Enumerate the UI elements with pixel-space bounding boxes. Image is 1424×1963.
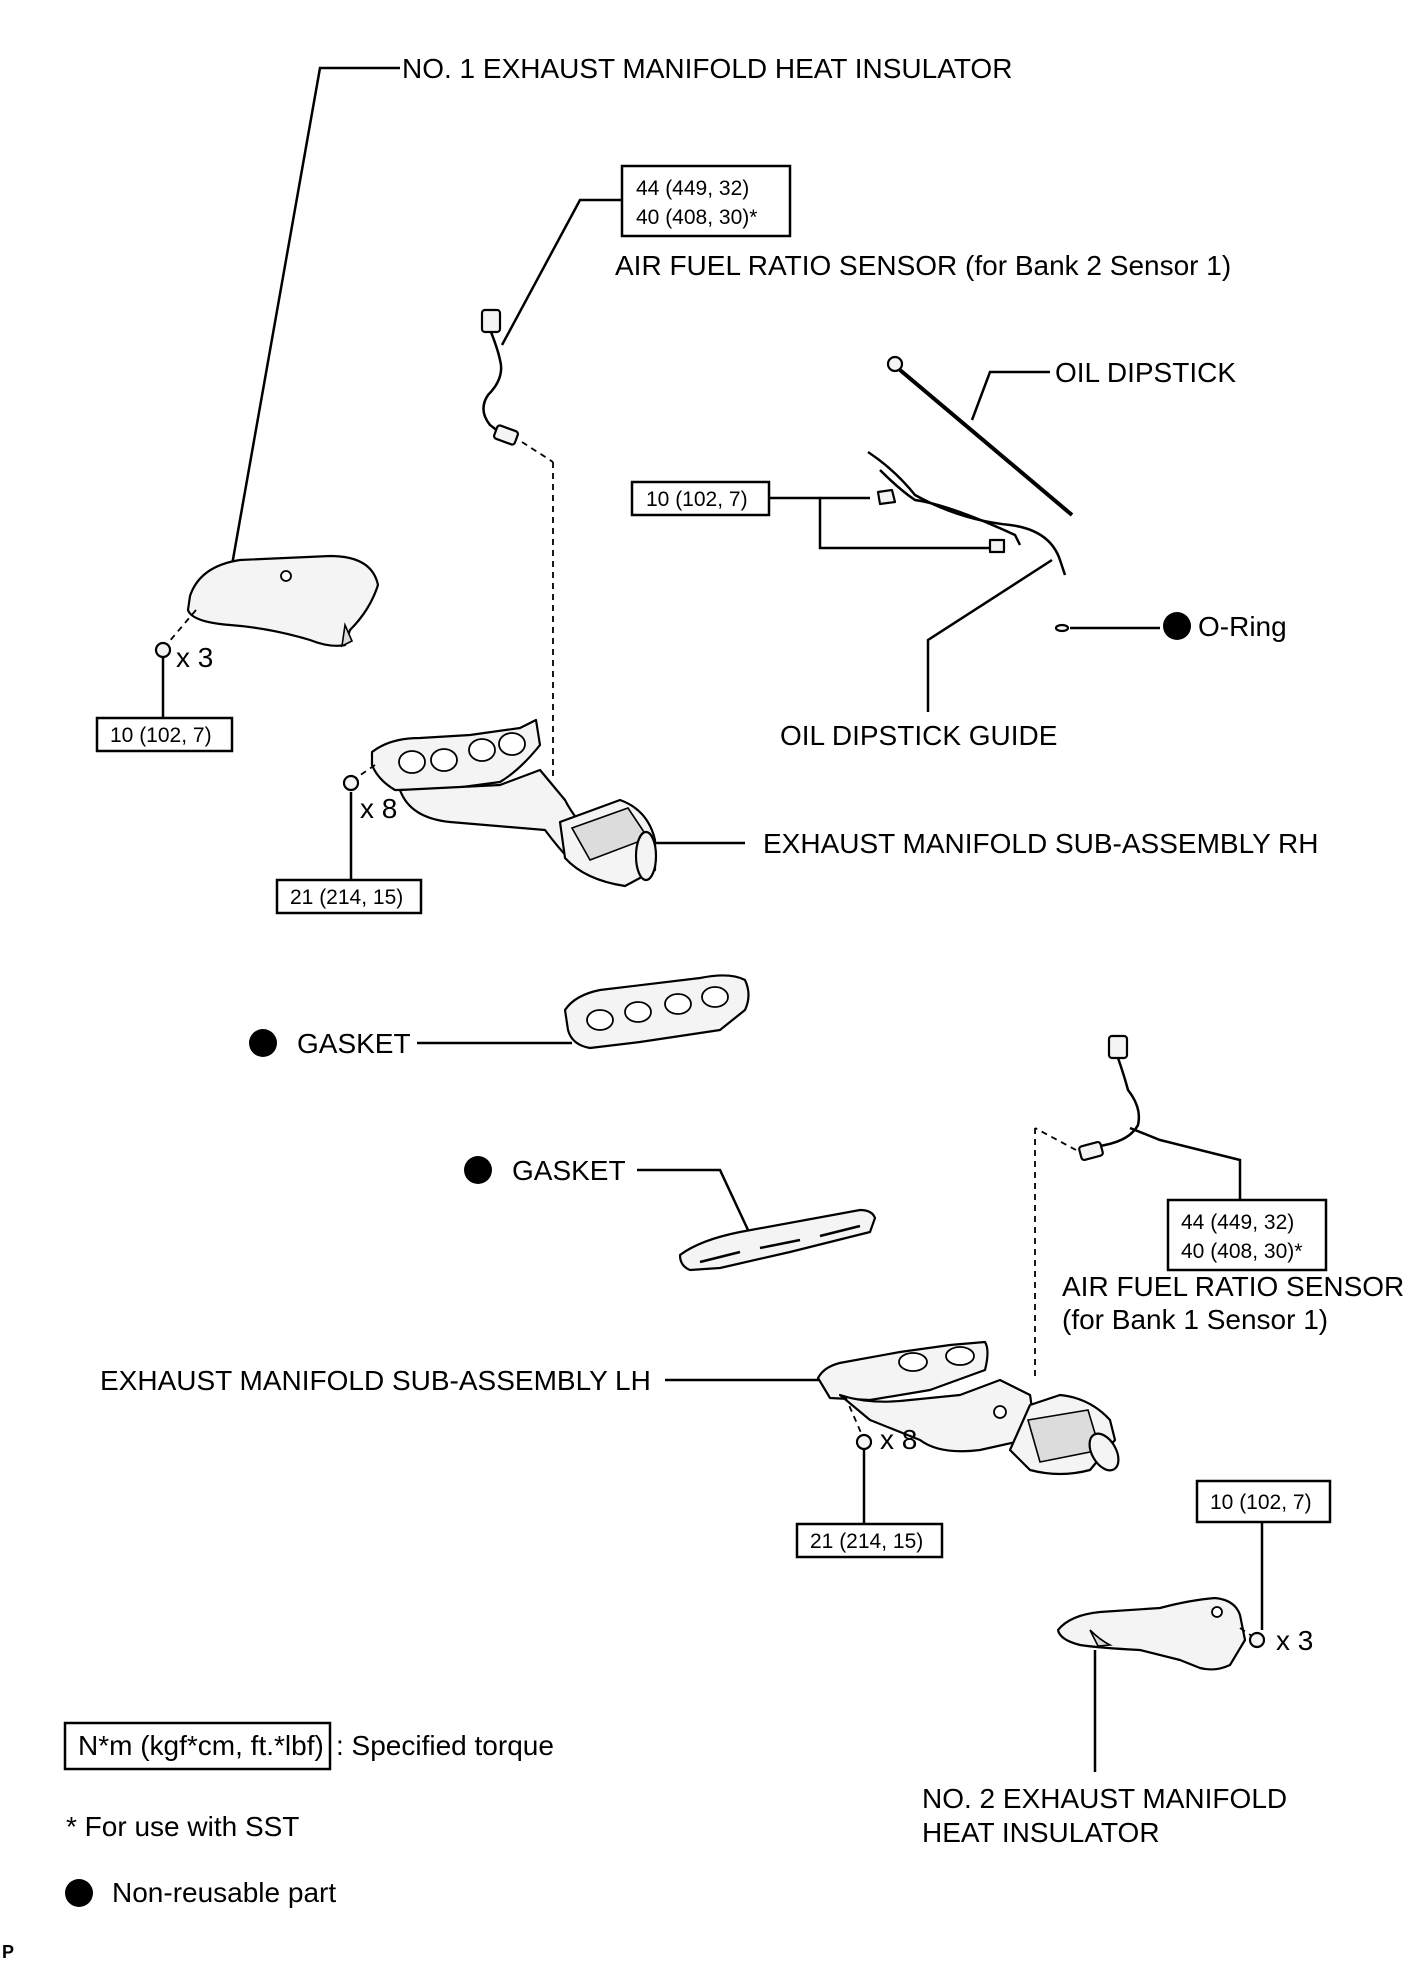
insulator-2-label-line2: HEAT INSULATOR (922, 1817, 1160, 1848)
gasket-2-label: GASKET (512, 1155, 626, 1186)
manifold-lh-label: EXHAUST MANIFOLD SUB-ASSEMBLY LH (100, 1365, 651, 1396)
gasket-2-group: GASKET (464, 1155, 877, 1272)
manifold-rh-part (370, 718, 658, 888)
manifold-rh-torque: 21 (214, 15) (290, 886, 403, 909)
gasket-1-group: GASKET (249, 974, 750, 1059)
manifold-rh-label: EXHAUST MANIFOLD SUB-ASSEMBLY RH (763, 828, 1318, 859)
insulator-2-label-line1: NO. 2 EXHAUST MANIFOLD (922, 1783, 1287, 1814)
af-b1-torque-box (1166, 1198, 1328, 1272)
corner-mark: P (2, 1942, 14, 1962)
af-sensor-b2-group: 44 (449, 32) 40 (408, 30)* AIR FUEL RATI… (480, 164, 1231, 780)
manifold-lh-qty: x 8 (880, 1424, 917, 1455)
dipstick-guide-torque: 10 (102, 7) (646, 488, 748, 511)
af-sensor-b2-part (480, 308, 519, 446)
insulator-1-bolt (154, 641, 172, 659)
dipstick-guide-label: OIL DIPSTICK GUIDE (780, 720, 1057, 751)
gasket-2-part (678, 1208, 877, 1272)
af-b2-torque-std: 44 (449, 32) (636, 177, 749, 200)
legend-torque-desc: : Specified torque (336, 1730, 554, 1761)
manifold-rh-nut (342, 774, 360, 792)
af-b2-torque-box (620, 164, 792, 238)
legend-non-reusable-marker (65, 1879, 93, 1907)
dipstick-guide-part (867, 450, 1067, 576)
af-sensor-b1-label-line2: (for Bank 1 Sensor 1) (1062, 1304, 1328, 1335)
o-ring-group: O-Ring (1054, 611, 1287, 642)
manifold-rh-group: x 8 21 (214, 15) EXHAUST MANIFOLD SUB-AS… (275, 718, 1318, 915)
insulator-1-torque-box (95, 716, 234, 753)
manifold-lh-part (816, 1340, 1120, 1476)
af-sensor-b2-label: AIR FUEL RATIO SENSOR (for Bank 2 Sensor… (615, 250, 1231, 281)
non-reusable-marker-gasket-1 (249, 1029, 277, 1057)
manifold-lh-torque-box (795, 1522, 944, 1559)
gasket-1-label: GASKET (297, 1028, 411, 1059)
insulator-2-bolt (1248, 1631, 1266, 1649)
insulator-1-torque: 10 (102, 7) (110, 724, 212, 747)
manifold-lh-group: EXHAUST MANIFOLD SUB-ASSEMBLY LH x 8 21 … (100, 1340, 1120, 1559)
oil-dipstick-part (898, 368, 1074, 517)
o-ring-part (1054, 623, 1070, 633)
dipstick-guide-torque-box (630, 480, 771, 517)
af-b1-torque-sst: 40 (408, 30)* (1181, 1240, 1302, 1263)
manifold-rh-torque-box (275, 878, 423, 915)
insulator-1-qty: x 3 (176, 642, 213, 673)
non-reusable-marker-o-ring (1163, 612, 1191, 640)
insulator-1-group: NO. 1 EXHAUST MANIFOLD HEAT INSULATOR x … (95, 53, 1012, 753)
manifold-lh-torque: 21 (214, 15) (810, 1530, 923, 1553)
oil-dipstick-group: OIL DIPSTICK (886, 355, 1236, 517)
af-b2-torque-sst: 40 (408, 30)* (636, 206, 757, 229)
dipstick-guide-group: 10 (102, 7) OIL DIPSTICK GUIDE (630, 450, 1067, 751)
legend-torque-box (63, 1721, 332, 1771)
o-ring-label: O-Ring (1198, 611, 1287, 642)
insulator-2-group: 10 (102, 7) x 3 NO. 2 EXHAUST MANIFOLD H… (922, 1479, 1332, 1848)
manifold-lh-nut (855, 1433, 873, 1451)
legend-non-reusable-label: Non-reusable part (112, 1877, 336, 1908)
legend-sst-note: * For use with SST (66, 1811, 299, 1842)
insulator-1-part (186, 554, 380, 647)
legend-torque-units: N*m (kgf*cm, ft.*lbf) (78, 1730, 324, 1761)
af-b1-torque-std: 44 (449, 32) (1181, 1211, 1294, 1234)
manifold-rh-qty: x 8 (360, 793, 397, 824)
insulator-2-qty: x 3 (1276, 1625, 1313, 1656)
insulator-2-torque-box (1195, 1479, 1332, 1524)
legend: N*m (kgf*cm, ft.*lbf) : Specified torque… (63, 1721, 554, 1908)
non-reusable-marker-gasket-2 (464, 1156, 492, 1184)
insulator-2-part (1056, 1596, 1247, 1671)
insulator-1-label: NO. 1 EXHAUST MANIFOLD HEAT INSULATOR (402, 53, 1012, 84)
insulator-2-torque: 10 (102, 7) (1210, 1491, 1312, 1514)
af-sensor-b1-part (1078, 1034, 1141, 1162)
oil-dipstick-label: OIL DIPSTICK (1055, 357, 1236, 388)
oil-dipstick-handle (886, 355, 904, 373)
af-sensor-b1-group: 44 (449, 32) 40 (408, 30)* AIR FUEL RATI… (1034, 1034, 1404, 1380)
gasket-1-part (563, 974, 750, 1050)
af-sensor-b1-label-line1: AIR FUEL RATIO SENSOR (1062, 1271, 1404, 1302)
